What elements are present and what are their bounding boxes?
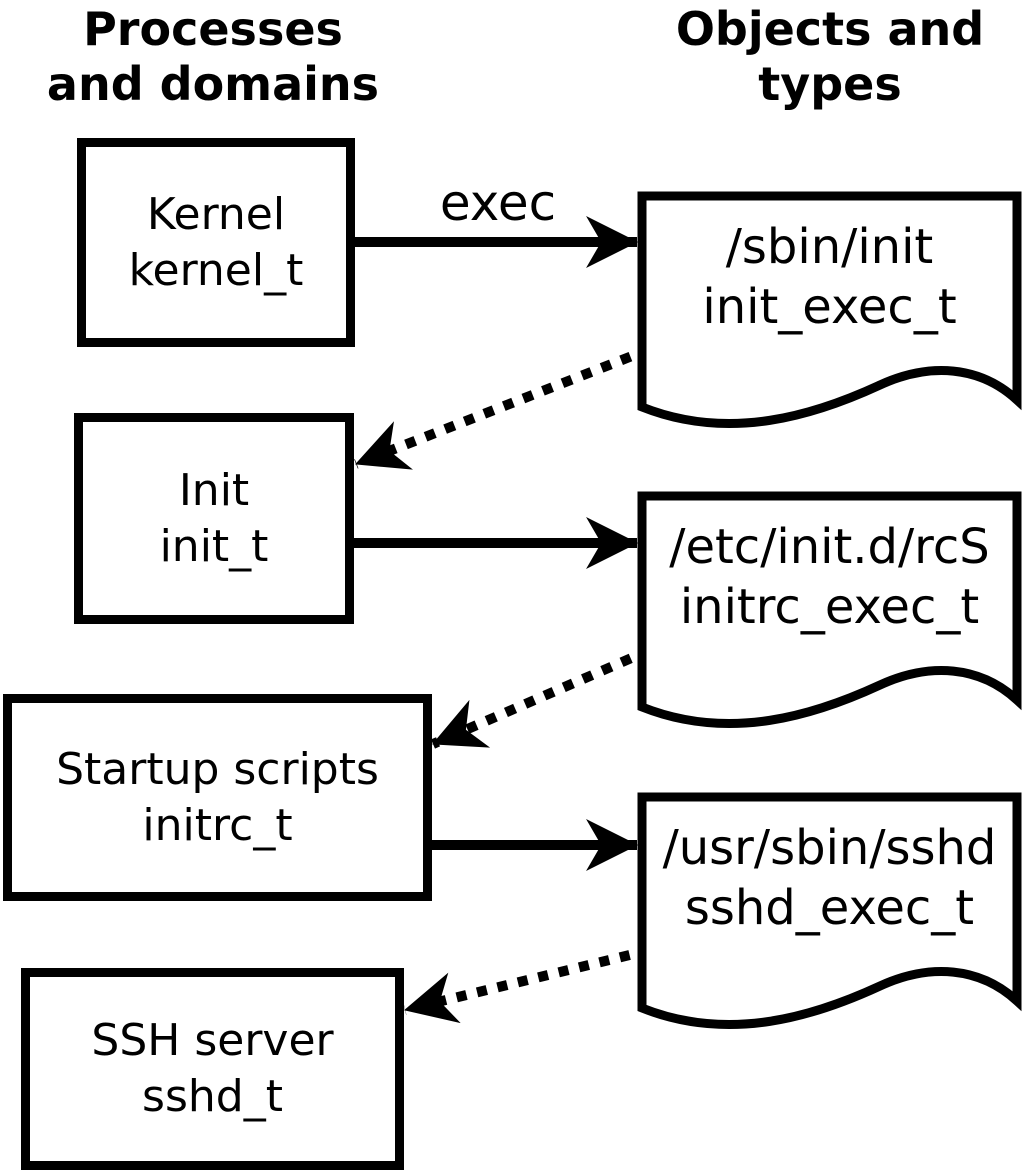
object-path: /usr/sbin/sshd xyxy=(662,820,997,876)
document-shape-etc-initd-rcS xyxy=(637,491,1022,728)
process-box-ssh-server: SSH server sshd_t xyxy=(21,968,404,1170)
header-line: Objects and xyxy=(675,2,985,56)
header-line: Processes xyxy=(83,2,343,56)
object-label-sbin-init: /sbin/init init_exec_t xyxy=(642,217,1017,337)
object-path: /sbin/init xyxy=(725,219,934,275)
object-label-etc-initd-rcS: /etc/init.d/rcS initrc_exec_t xyxy=(642,517,1017,637)
document-shape-usr-sbin-sshd xyxy=(637,792,1022,1029)
exec-arrow-label: exec xyxy=(439,174,557,232)
column-header-objects: Objects and types xyxy=(640,2,1020,112)
process-name: Kernel xyxy=(146,188,286,240)
process-box-kernel: Kernel kernel_t xyxy=(77,138,355,347)
process-domain: initrc_t xyxy=(142,799,293,851)
process-domain: sshd_t xyxy=(142,1071,283,1122)
header-line: types xyxy=(758,57,902,111)
process-name: SSH server xyxy=(91,1015,334,1066)
process-name: Init xyxy=(178,464,250,516)
object-type: init_exec_t xyxy=(702,279,957,335)
column-header-processes: Processes and domains xyxy=(13,2,413,112)
process-domain: init_t xyxy=(159,520,269,572)
transition-arrow-sshd-exec-to-sshd-t xyxy=(403,945,652,1024)
process-name: Startup scripts xyxy=(56,743,379,795)
object-type: initrc_exec_t xyxy=(679,579,980,635)
process-box-startup-scripts: Startup scripts initrc_t xyxy=(3,694,432,901)
process-box-init: Init init_t xyxy=(74,413,354,624)
header-line: and domains xyxy=(46,57,380,111)
process-domain: kernel_t xyxy=(128,244,304,296)
object-path: /etc/init.d/rcS xyxy=(669,519,990,575)
object-label-usr-sbin-sshd: /usr/sbin/sshd sshd_exec_t xyxy=(642,818,1017,938)
document-shape-sbin-init xyxy=(637,191,1022,428)
transition-arrow-init-exec-to-init-t xyxy=(354,344,652,470)
object-type: sshd_exec_t xyxy=(684,880,975,936)
transition-arrow-initrc-exec-to-initrc-t xyxy=(431,645,652,749)
